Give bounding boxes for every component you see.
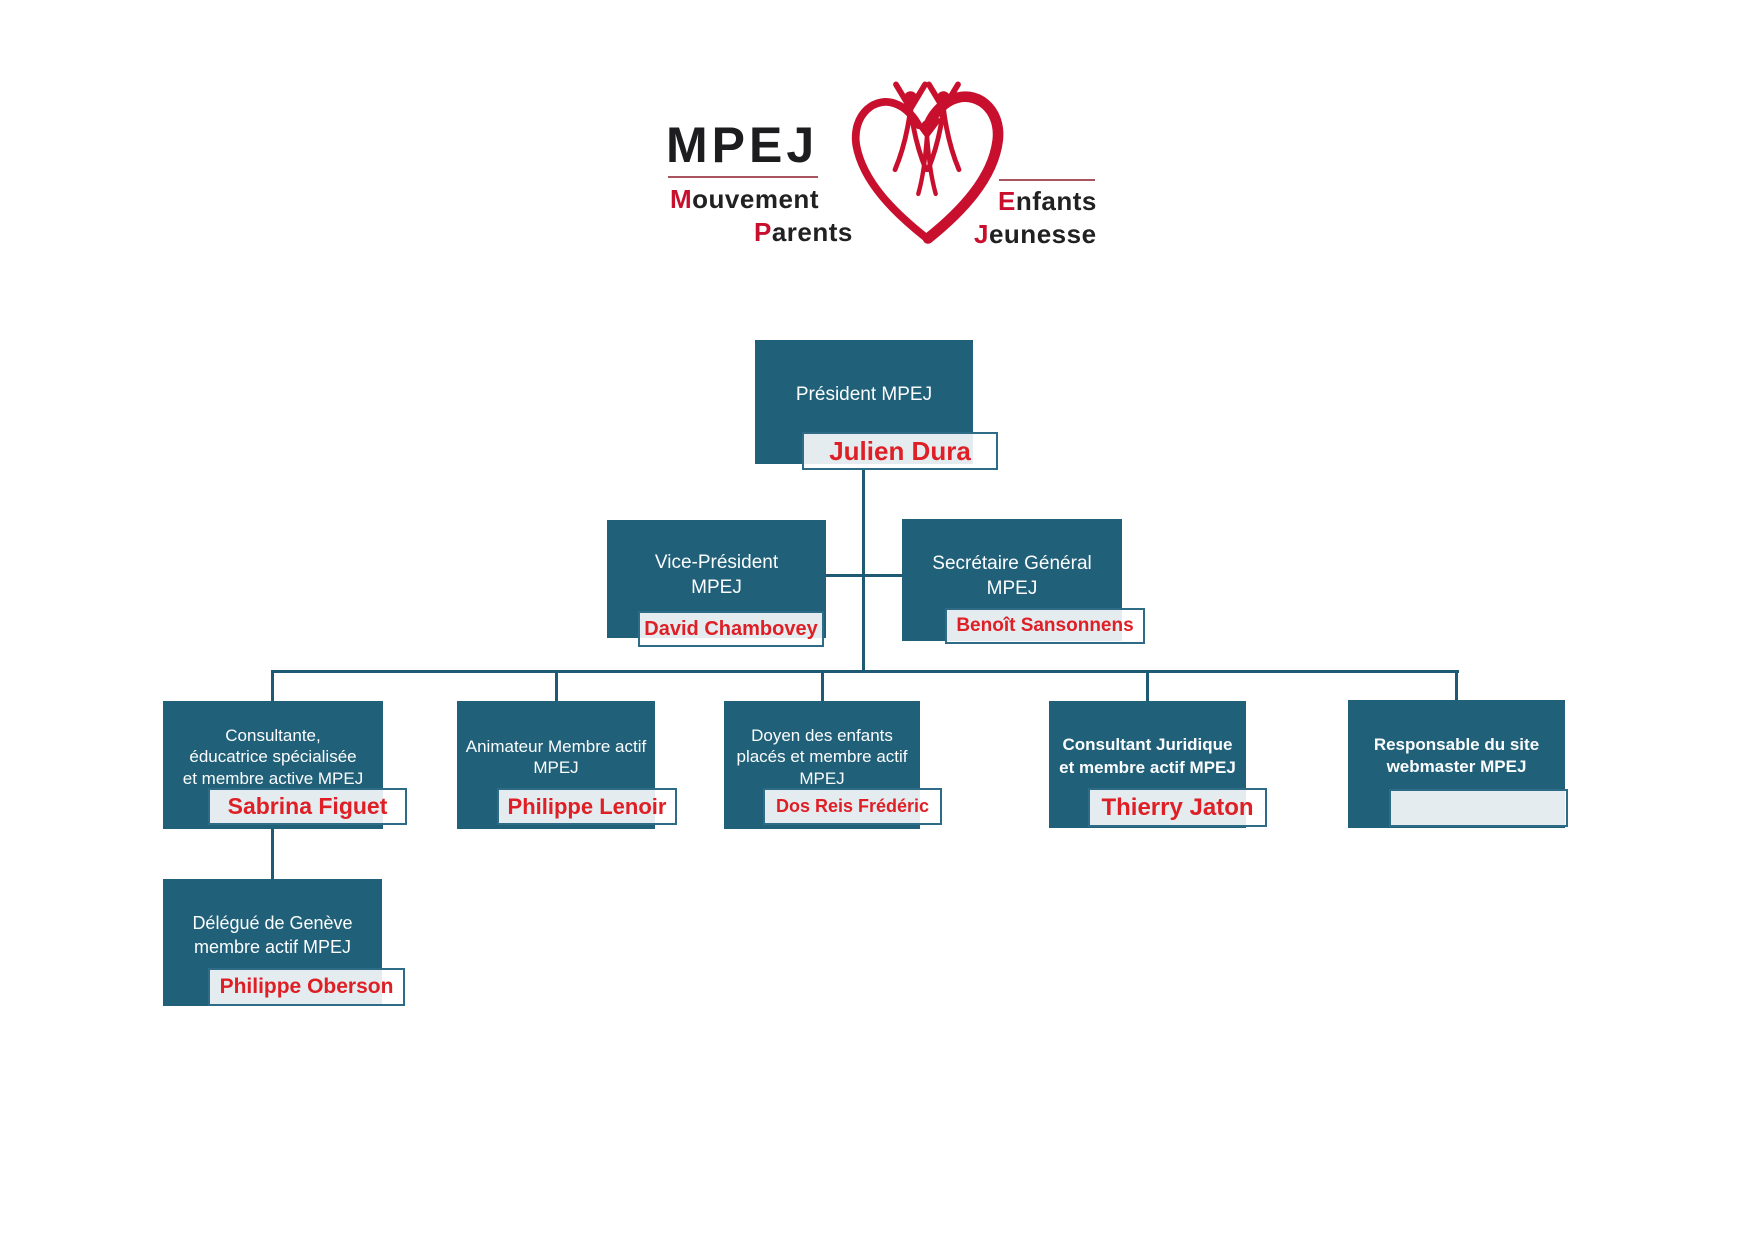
name-animateur: Philippe Lenoir [507, 793, 667, 819]
connector-drop-webmaster [1455, 670, 1458, 700]
name-plate-president: Julien Dura [802, 432, 998, 470]
logo-rule-left [668, 176, 818, 178]
connector-drop-doyen [821, 670, 824, 701]
name-plate-animateur: Philippe Lenoir [497, 788, 677, 825]
logo-rest-mouvement: ouvement [692, 184, 819, 214]
connector-level3-rail [271, 670, 1459, 673]
org-title-webmaster: Responsable du site webmaster MPEJ [1373, 734, 1540, 776]
name-secretaire: Benoît Sansonnens [956, 615, 1134, 636]
org-title-vice-president: Vice-Président MPEJ [654, 551, 779, 598]
connector-vp-sg [826, 574, 902, 577]
org-title-animateur: Animateur Membre actif MPEJ [465, 736, 647, 777]
name-plate-doyen: Dos Reis Frédéric [763, 788, 942, 825]
name-plate-secretaire: Benoît Sansonnens [945, 608, 1145, 644]
logo-acronym: MPEJ [666, 117, 819, 173]
connector-drop-animateur [555, 670, 558, 701]
org-title-consultante: Consultante, éducatrice spécialisée et m… [182, 725, 364, 788]
connector-drop-juridique [1146, 670, 1149, 701]
org-title-juridique: Consultant Juridique et membre actif MPE… [1059, 735, 1236, 777]
org-title-president: Président MPEJ [795, 384, 933, 405]
logo-word-mouvement: Mouvement [670, 184, 819, 215]
connector-consultante-delegue [271, 823, 274, 879]
name-president: Julien Dura [829, 435, 971, 466]
logo-initial-e: E [998, 186, 1016, 216]
name-plate-juridique: Thierry Jaton [1088, 788, 1267, 827]
logo-rest-parents: arents [771, 217, 853, 247]
name-delegue: Philippe Oberson [219, 975, 394, 998]
name-plate-delegue: Philippe Oberson [208, 968, 405, 1006]
heart-family-logo-icon [851, 81, 1004, 244]
name-vice-president: David Chambovey [644, 617, 818, 640]
logo-initial-p: P [754, 217, 772, 247]
logo-rest-enfants: nfants [1015, 186, 1097, 216]
connector-president-down [862, 470, 865, 672]
name-doyen: Dos Reis Frédéric [775, 796, 930, 816]
logo-word-parents: Parents [754, 217, 853, 248]
org-title-secretaire: Secrétaire Général MPEJ [932, 552, 1092, 599]
name-plate-consultante: Sabrina Figuet [208, 788, 407, 825]
logo-word-enfants: Enfants [998, 186, 1097, 217]
name-plate-vice-president: David Chambovey [638, 611, 824, 647]
org-title-delegue: Délégué de Genève membre actif MPEJ [192, 913, 353, 957]
logo-initial-j: J [974, 219, 989, 249]
logo-rule-right [999, 179, 1095, 181]
name-consultante: Sabrina Figuet [227, 793, 388, 819]
name-plate-webmaster-empty [1389, 789, 1568, 827]
connector-drop-consultante [271, 670, 274, 701]
org-title-doyen: Doyen des enfants placés et membre actif… [736, 725, 908, 788]
logo-word-jeunesse: Jeunesse [974, 219, 1097, 250]
name-juridique: Thierry Jaton [1101, 793, 1254, 821]
logo-rest-jeunesse: eunesse [988, 219, 1097, 249]
logo-initial-m: M [670, 184, 693, 214]
